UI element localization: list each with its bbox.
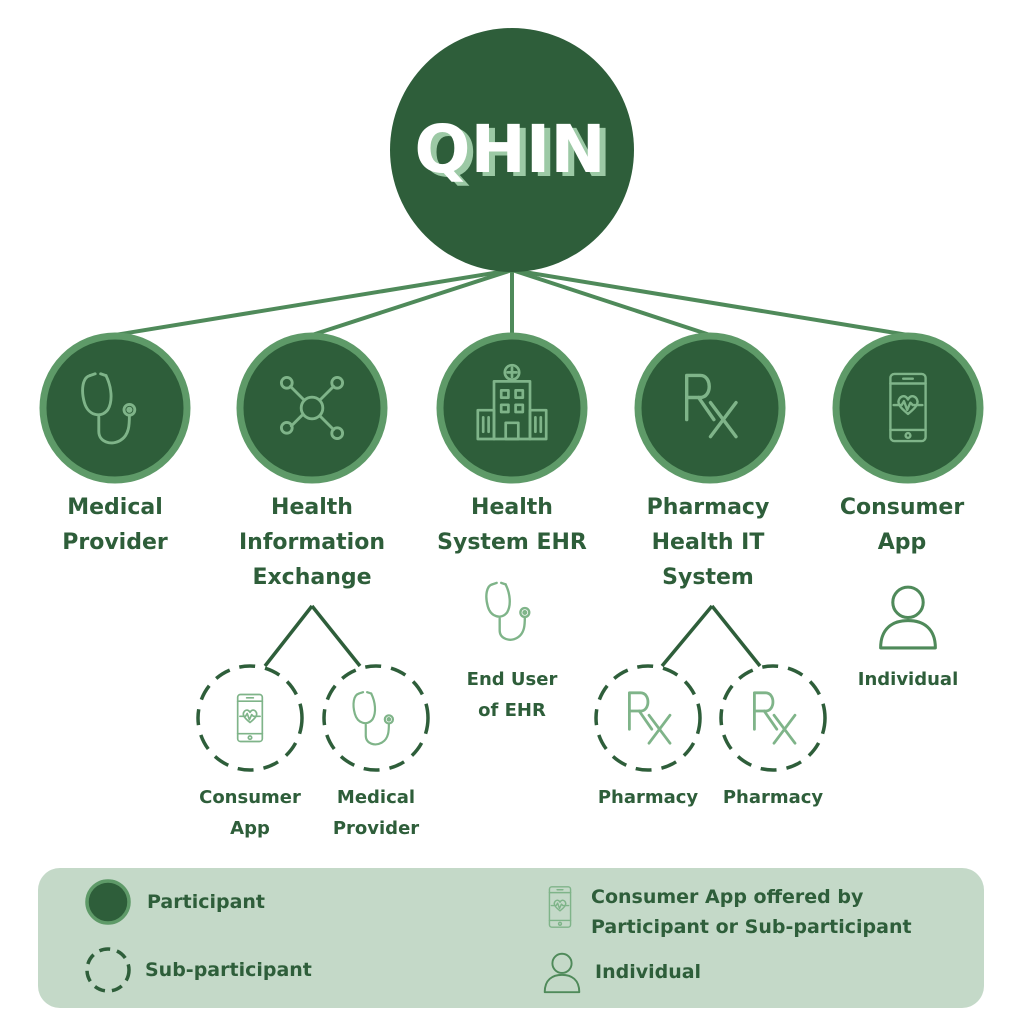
label-consumer-app: Consumer App bbox=[839, 495, 965, 555]
connector-medical-provider bbox=[114, 268, 513, 337]
sub-participant-pharmacy-2 bbox=[719, 664, 827, 772]
end-user-stethoscope-icon bbox=[484, 581, 531, 642]
qhin-node: QHIN QHIN bbox=[390, 28, 634, 272]
label-health-information-exchange: Health Information Exchange bbox=[239, 495, 385, 590]
legend-participant-swatch bbox=[85, 879, 131, 925]
qhin-label: QHIN bbox=[414, 111, 605, 188]
participant-pharmacy-health-it bbox=[634, 332, 786, 484]
label-individual: Individual bbox=[857, 669, 959, 690]
legend-icons bbox=[85, 879, 581, 994]
connector-pharmacy bbox=[511, 268, 711, 337]
participant-health-system-ehr bbox=[436, 332, 588, 484]
legend-consumer-app-label: Consumer App offered by Participant or S… bbox=[591, 886, 912, 938]
connector-hie bbox=[311, 268, 513, 337]
label-hie-consumer-app: Consumer App bbox=[199, 787, 301, 839]
connector-consumer-app bbox=[511, 268, 909, 337]
hie-branch-lines bbox=[263, 604, 362, 668]
pharmacy-branch-lines bbox=[660, 604, 762, 668]
legend-sub-participant-swatch bbox=[85, 947, 131, 993]
label-medical-provider: Medical Provider bbox=[62, 495, 168, 555]
label-pharmacy-2: Pharmacy bbox=[722, 787, 824, 808]
label-pharmacy-1: Pharmacy bbox=[597, 787, 699, 808]
sub-participant-hie-medical-provider bbox=[322, 664, 430, 772]
sub-participant-pharmacy-1 bbox=[594, 664, 702, 772]
label-pharmacy-health-it: Pharmacy Health IT System bbox=[646, 495, 770, 590]
connector-lines bbox=[114, 268, 909, 337]
legend-person-icon bbox=[543, 952, 581, 994]
label-end-user-of-ehr: End User of EHR bbox=[466, 669, 558, 721]
legend bbox=[38, 868, 984, 1008]
label-hie-medical-provider: Medical Provider bbox=[332, 787, 420, 839]
legend-sub-participant-label: Sub-participant bbox=[145, 959, 312, 981]
sub-participant-hie-consumer-app bbox=[196, 664, 304, 772]
individual-person-icon bbox=[879, 585, 937, 650]
qhin-label-shadow: QHIN bbox=[420, 115, 611, 192]
legend-participant-label: Participant bbox=[147, 891, 266, 913]
legend-smartphone-heart-icon bbox=[548, 885, 572, 929]
participant-medical-provider bbox=[39, 332, 191, 484]
label-health-system-ehr: Health System EHR bbox=[437, 495, 587, 555]
participant-health-information-exchange bbox=[236, 332, 388, 484]
legend-individual-label: Individual bbox=[595, 961, 702, 983]
participant-consumer-app bbox=[832, 332, 984, 484]
